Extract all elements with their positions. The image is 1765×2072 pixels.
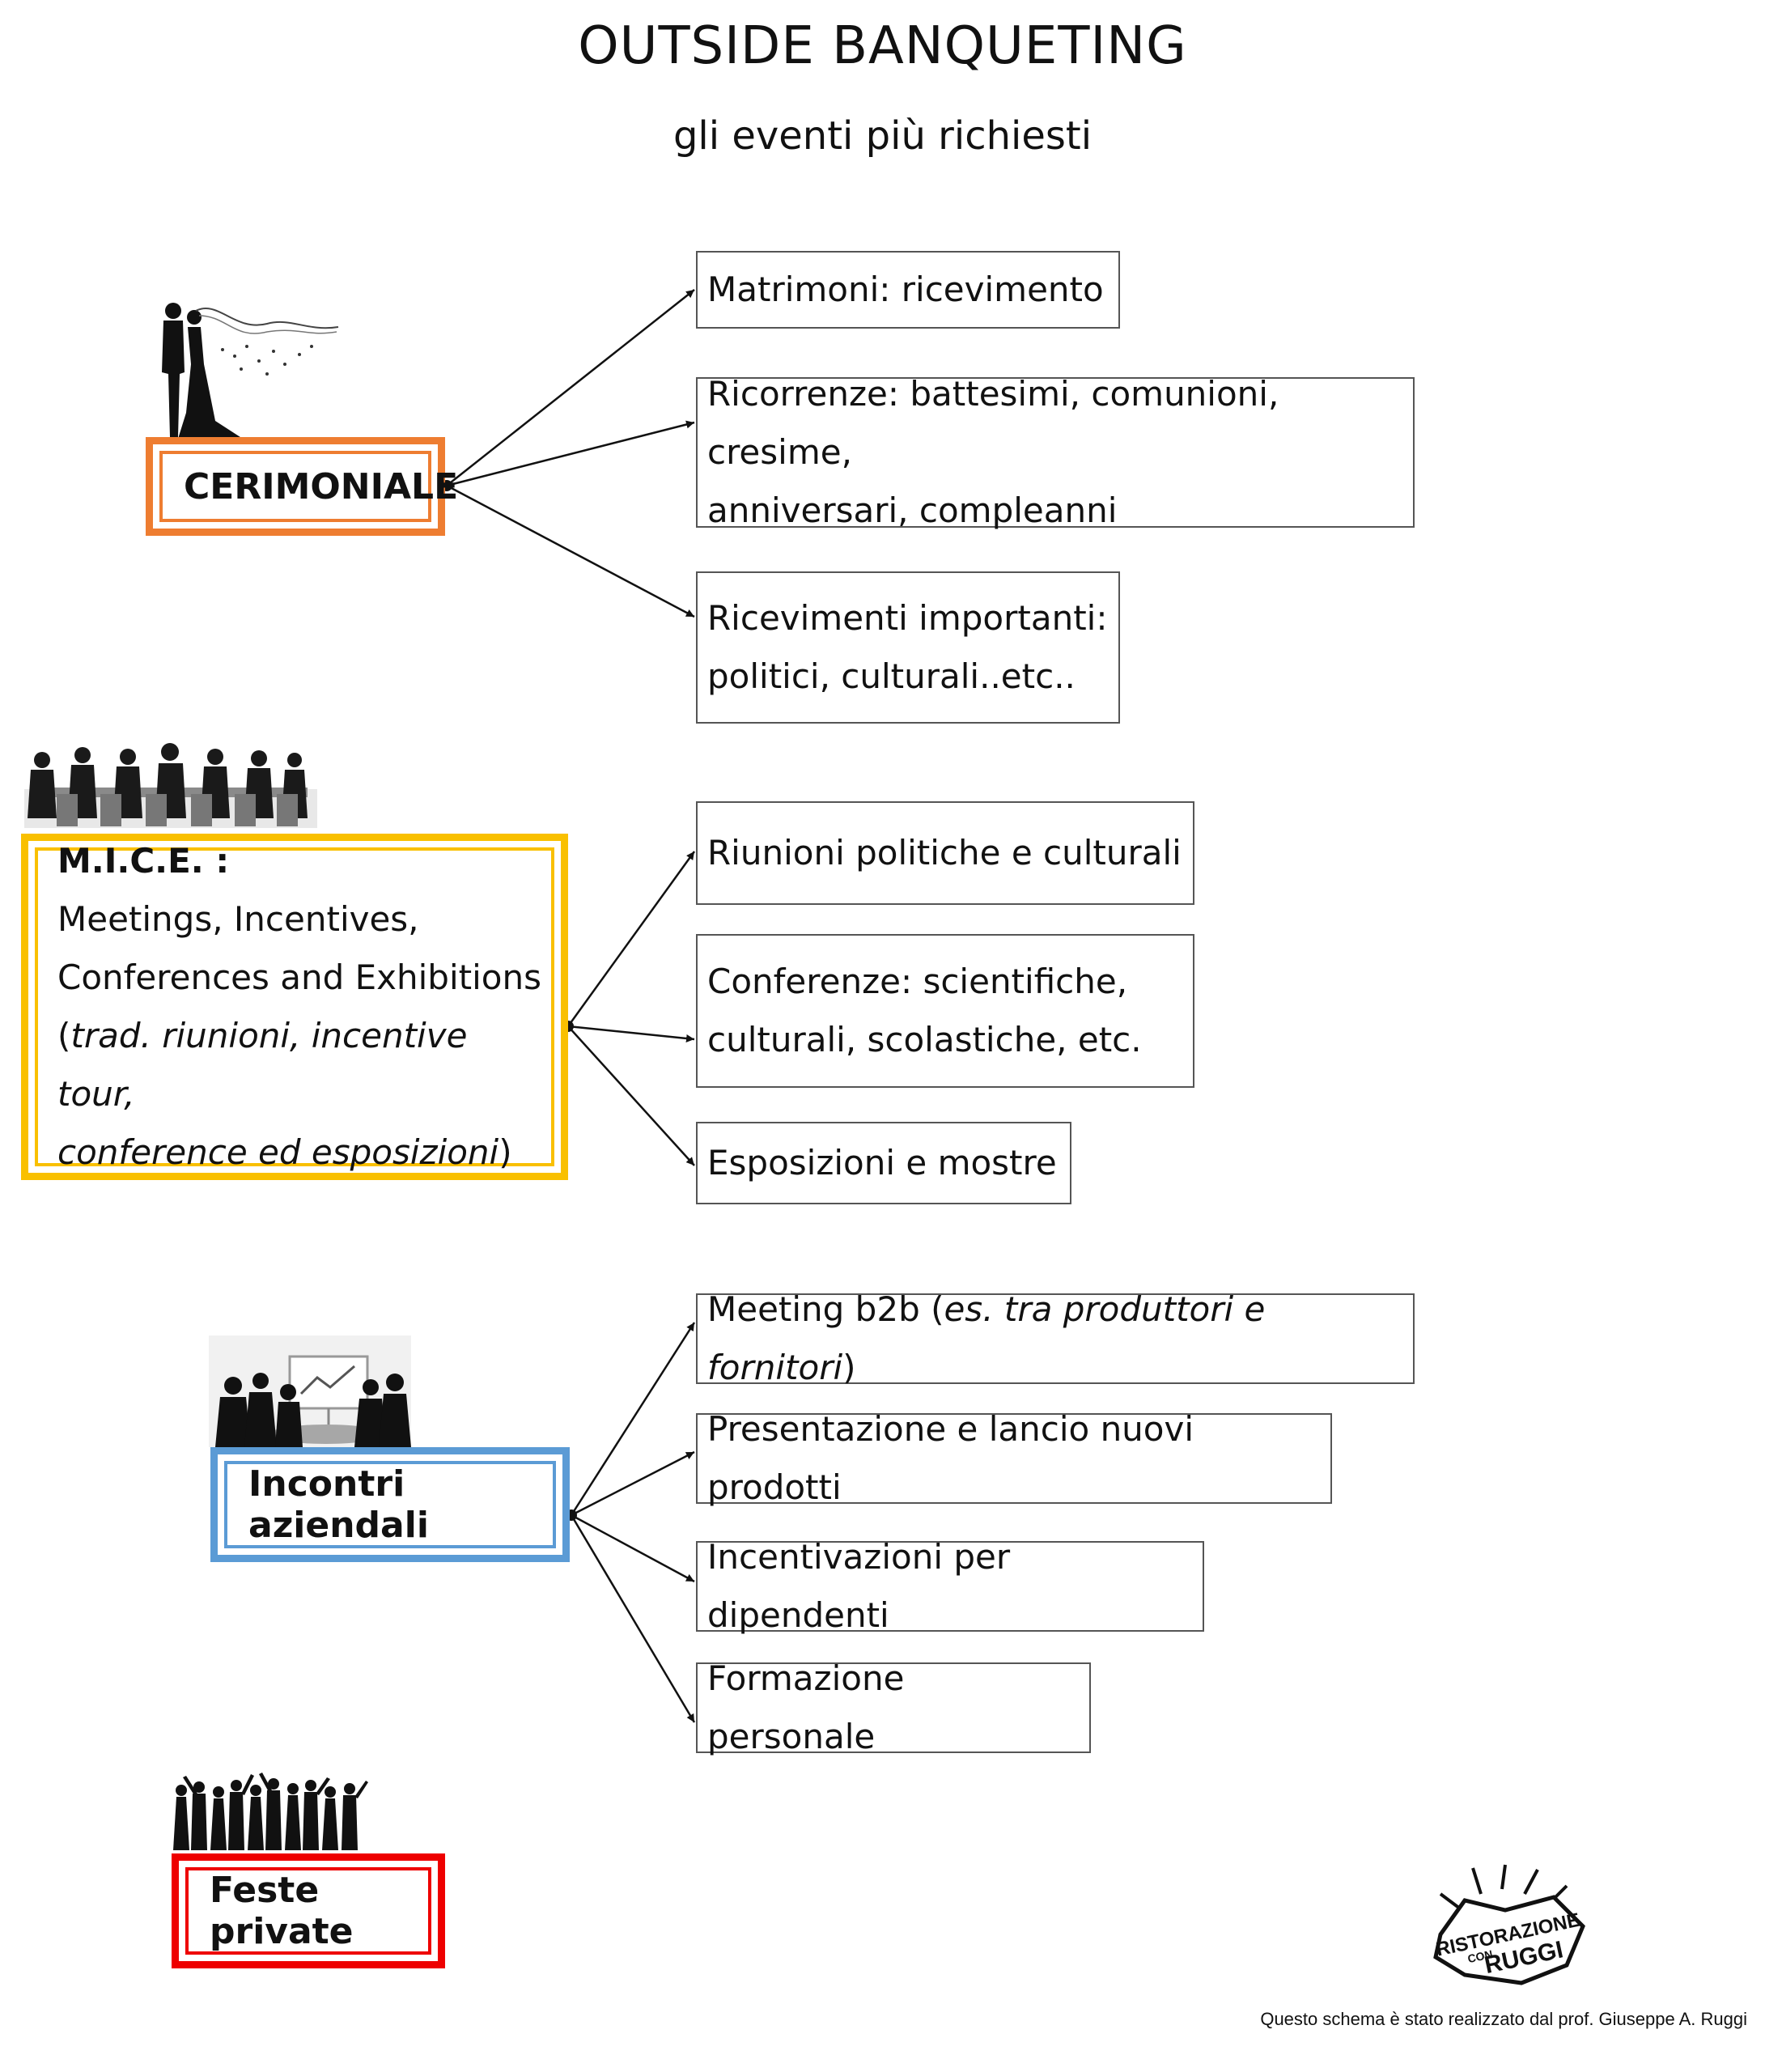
item-formazione: Formazione personale [696,1658,1091,1756]
connector-inc-4 [570,1514,696,1723]
item-esposizioni: Esposizioni e mostre [696,1122,1071,1204]
presentation-icon [209,1335,411,1447]
mice-title: M.I.C.E. : [57,841,230,881]
item-ricevimenti: Ricevimenti importanti: politici, cultur… [696,571,1120,724]
credit-text: Questo schema è stato realizzato dal pro… [1260,2009,1747,2029]
mice-line-4: conference ed esposizioni [57,1132,499,1172]
item-matrimoni: Matrimoni: ricevimento [696,251,1120,329]
connector-inc-2 [571,1450,695,1517]
connector-mice-1 [566,851,696,1027]
connector-mice-3 [567,1025,695,1166]
connector-cer-1 [446,289,695,486]
category-feste-private: Feste private [172,1853,445,1968]
mice-line-3: trad. riunioni, incentive tour, [57,1016,468,1114]
connector-inc-1 [570,1322,696,1516]
category-incontri-aziendali: Incontri aziendali [210,1447,570,1562]
category-cerimoniale-label: CERIMONIALE [159,451,458,522]
connector-inc-3 [571,1514,695,1583]
logo-text-2: CON [1466,1947,1494,1965]
category-mice-text: M.I.C.E. : Meetings, Incentives, Confere… [35,841,554,1172]
diagram-title: OUTSIDE BANQUETING [578,16,1187,76]
party-crowd-icon [173,1773,368,1850]
item-ricorrenze: Ricorrenze: battesimi, comunioni, cresim… [696,374,1415,530]
wedding-couple-icon [162,303,339,439]
mice-line-1: Meetings, Incentives, [57,899,419,939]
category-incontri-label: Incontri aziendali [224,1461,556,1548]
business-meeting-icon [24,743,317,828]
diagram-subtitle: gli eventi più richiesti [672,113,1093,159]
connector-cer-2 [446,420,695,487]
item-riunioni: Riunioni politiche e culturali [696,801,1194,905]
item-presentazione: Presentazione e lancio nuovi prodotti [696,1409,1332,1507]
ristorazione-ruggi-logo: RISTORAZIONE CON RUGGI [1433,1864,1585,1985]
category-cerimoniale: CERIMONIALE [146,437,458,536]
item-meeting-b2b: Meeting b2b (es. tra produttori e fornit… [696,1289,1415,1387]
category-mice: M.I.C.E. : Meetings, Incentives, Confere… [21,834,568,1180]
item-incentivazioni: Incentivazioni per dipendenti [696,1537,1204,1635]
category-feste-label: Feste private [185,1867,431,1955]
connector-cer-3 [446,484,695,618]
mice-line-2: Conferences and Exhibitions [57,957,541,997]
connector-mice-2 [567,1025,695,1042]
item-conferenze: Conferenze: scientifiche, culturali, sco… [696,934,1194,1088]
